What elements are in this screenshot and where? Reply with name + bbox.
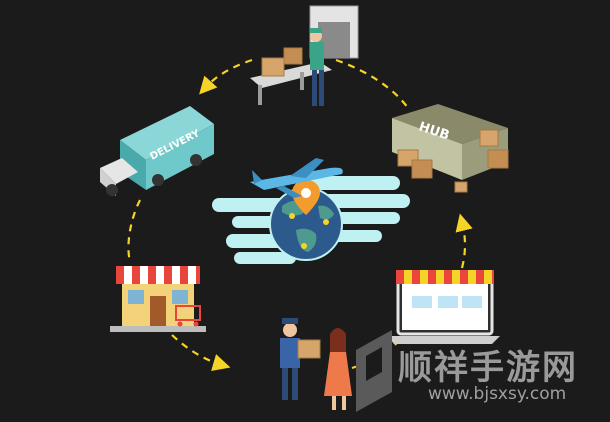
arrow-truck-to-store [127,199,141,263]
customer-woman-icon [324,328,352,410]
laptop-shop-icon [388,270,500,344]
location-pin-icon [292,180,320,215]
center-globe-group [212,158,410,264]
arrow-factory-to-hub [335,58,409,109]
arrow-factory-to-truck [199,58,253,95]
watermark-url: www.bjsxsy.com [428,384,567,404]
airplane-icon [250,158,343,198]
hub-warehouse-icon: HUB [392,104,509,193]
watermark-site-name: 顺祥手游网 [398,348,578,388]
factory-worker-icon [250,5,359,106]
arrow-store-to-customer [171,334,231,371]
watermark-logo-icon [356,330,392,412]
delivery-man-icon [280,318,321,400]
store-icon [110,266,206,332]
delivery-truck-icon: DELIVERY [100,106,214,196]
arrow-hub-to-laptop [455,213,473,269]
